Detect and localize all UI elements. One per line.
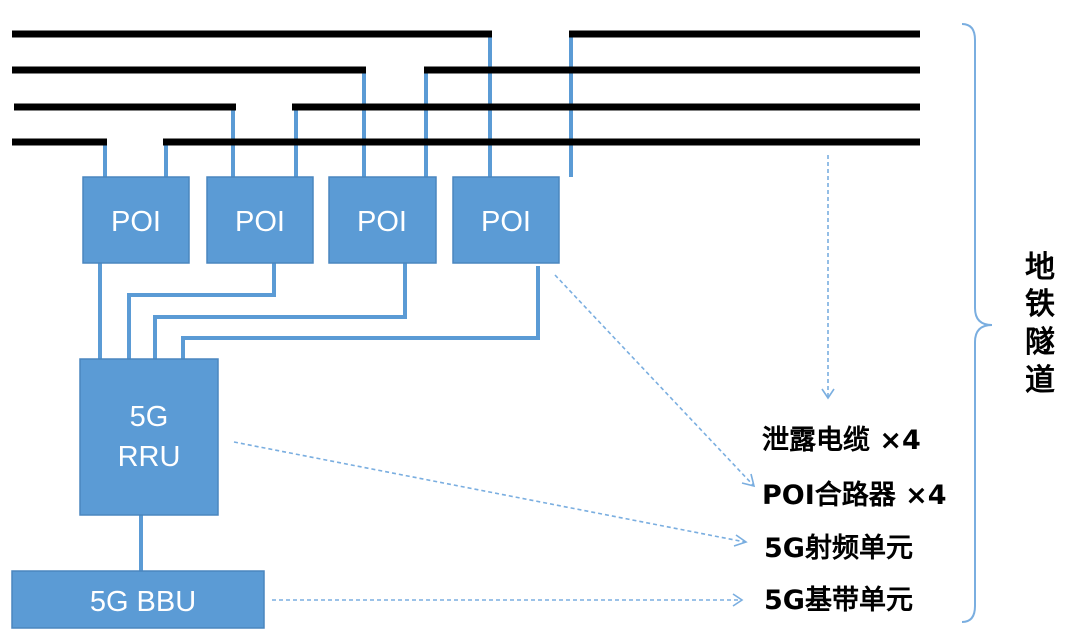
legend-rru: 5G射频单元 — [764, 533, 913, 564]
scope-label: 地 铁 隧 道 — [1025, 250, 1055, 398]
rru-box[interactable]: 5G RRU — [79, 358, 219, 516]
legend-bbu: 5G基带单元 — [764, 585, 913, 616]
scope-char: 铁 — [1025, 287, 1055, 322]
arrow-cable-to-legend — [821, 155, 835, 400]
poi-label: POI — [481, 206, 531, 238]
poi-label: POI — [235, 206, 285, 238]
legend-poi-combiner: POI合路器 ×4 — [762, 479, 947, 511]
poi-box-3[interactable]: POI — [328, 176, 437, 264]
scope-brace — [961, 23, 993, 623]
legend-leaky-cable: 泄露电缆 ×4 — [762, 425, 921, 456]
feeder-poi3-rru — [153, 263, 407, 359]
bbu-label: 5G BBU — [90, 586, 196, 618]
poi-label: POI — [111, 206, 161, 238]
scope-char: 地 — [1025, 250, 1055, 285]
poi-box-4[interactable]: POI — [452, 176, 560, 264]
scope-char: 隧 — [1025, 325, 1055, 360]
feeder-poi4-rru — [181, 266, 540, 359]
scope-char: 道 — [1025, 363, 1055, 398]
rru-label-line2: RRU — [118, 441, 181, 473]
arrow-bbu-to-legend — [272, 593, 744, 607]
poi-box-2[interactable]: POI — [206, 176, 314, 264]
rru-feeders — [98, 263, 540, 571]
leaky-cables — [12, 30, 920, 146]
bbu-box[interactable]: 5G BBU — [11, 570, 265, 629]
poi-box-1[interactable]: POI — [82, 176, 190, 264]
rru-label-line1: 5G — [130, 401, 169, 433]
arrow-rru-to-legend — [233, 441, 748, 547]
feeder-poi2-rru — [127, 263, 276, 359]
poi-label: POI — [357, 206, 407, 238]
arrow-poi-to-legend — [554, 274, 756, 488]
